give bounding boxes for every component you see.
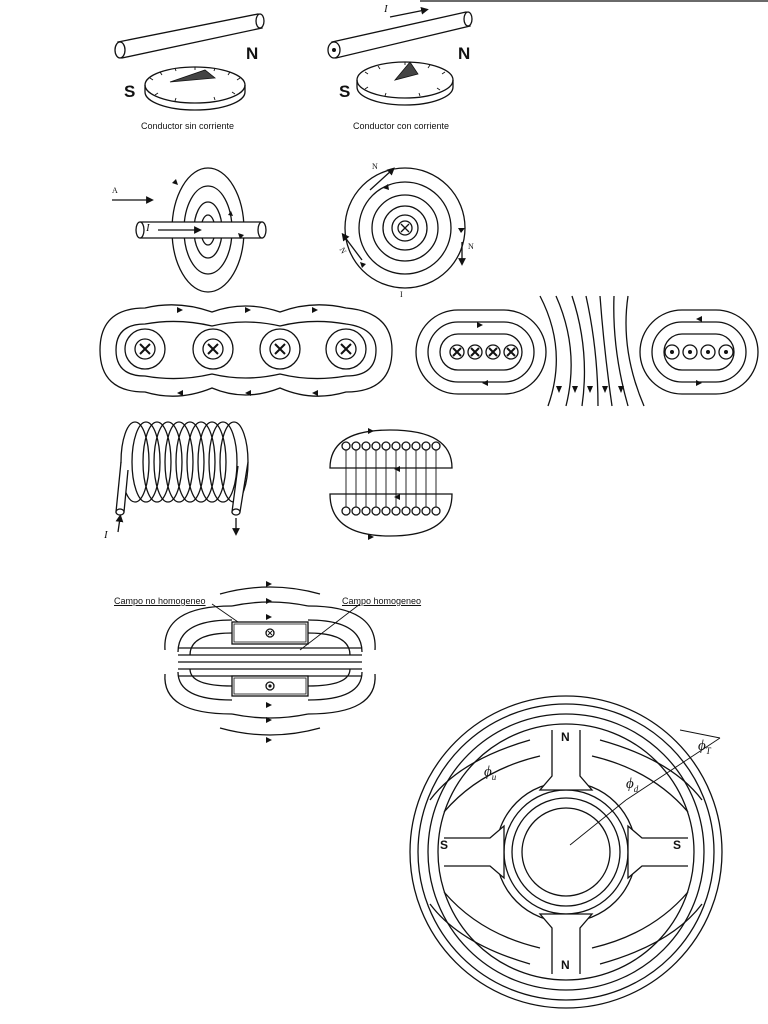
solenoid-cross-section-figure xyxy=(329,428,453,540)
conductor-field-rings-figure xyxy=(112,167,267,293)
four-conductors-row-figure xyxy=(99,304,393,397)
concentric-field-figure xyxy=(341,167,466,289)
conductor-no-current-figure xyxy=(114,13,265,111)
flux-u-label: ϕu xyxy=(484,764,497,782)
fig2-bottom-mark: I xyxy=(400,290,403,299)
solenoid-field-figure xyxy=(164,581,376,743)
fig4-current-label: I xyxy=(104,529,108,541)
label-campo-no-homogeneo: Campo no homogeneo xyxy=(114,596,206,606)
motor-pole-bottom xyxy=(538,913,594,974)
fig2-current-label: I xyxy=(146,222,150,234)
motor-pole-left xyxy=(444,824,505,880)
fig1-left-pole-n: N xyxy=(246,44,259,63)
flux-d-label: ϕd xyxy=(626,776,639,794)
motor-pole-left-label: S xyxy=(440,838,449,852)
fig1-left-pole-s: S xyxy=(124,82,136,101)
fig2-arrow-label: A xyxy=(112,186,118,195)
fig2-compass-n-top: N xyxy=(372,162,378,171)
motor-pole-bottom-label: N xyxy=(561,958,570,972)
fig1-right-pole-n: N xyxy=(458,44,471,63)
motor-pole-top xyxy=(538,730,594,791)
flux-t-label: ϕT xyxy=(698,738,711,756)
caption-conductor-no-current: Conductor sin corriente xyxy=(141,121,235,131)
motor-pole-right xyxy=(627,824,688,880)
label-campo-homogeneo: Campo homogeneo xyxy=(342,596,422,606)
fig2-compass-n-right: N xyxy=(468,242,474,251)
motor-pole-top-label: N xyxy=(561,730,570,744)
fig1-current-label: I xyxy=(384,3,388,15)
grouped-conductors-figure xyxy=(415,295,759,407)
fig1-right-pole-s: S xyxy=(339,82,351,101)
caption-conductor-with-current: Conductor con corriente xyxy=(353,121,450,131)
coil-figure xyxy=(115,421,249,536)
conductor-with-current-figure xyxy=(327,6,473,106)
motor-cross-section-figure xyxy=(409,695,723,1009)
motor-pole-right-label: S xyxy=(673,838,682,852)
